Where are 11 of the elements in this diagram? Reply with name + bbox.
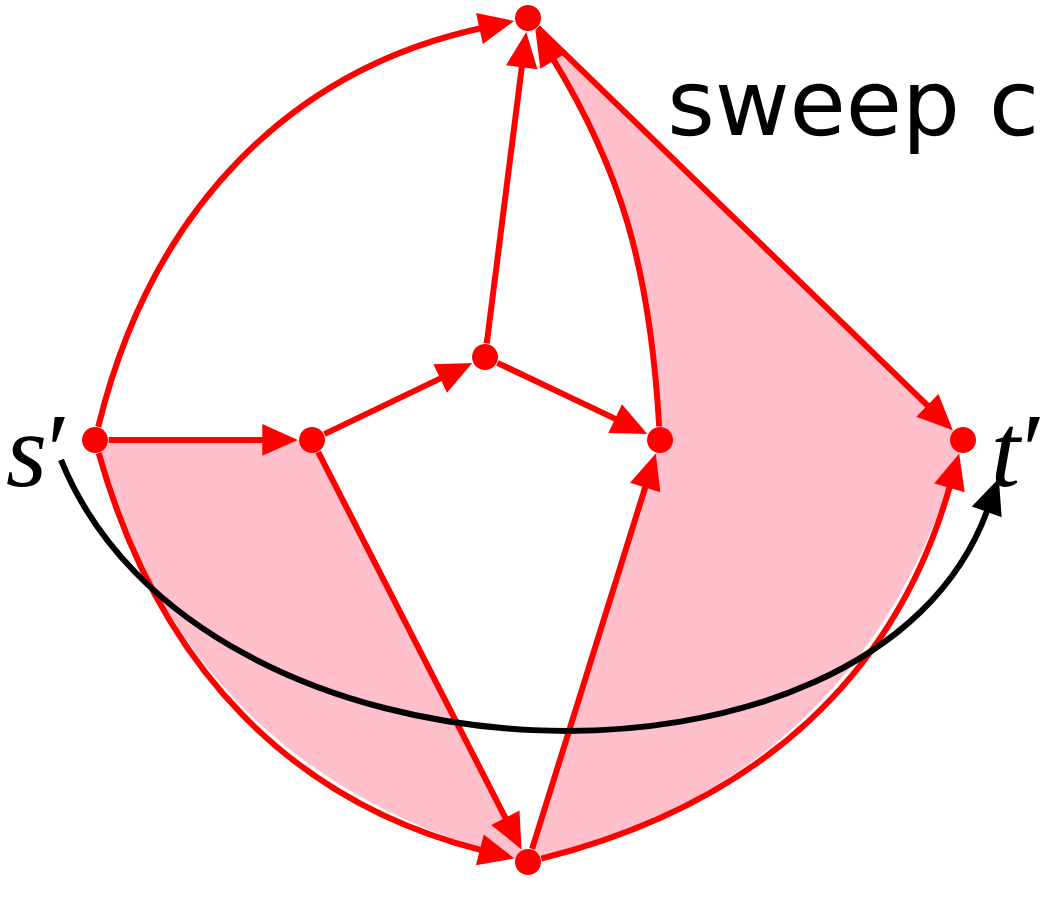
vertex-dot — [515, 849, 541, 875]
vertex-dot — [82, 427, 108, 453]
vertex-dot — [950, 427, 976, 453]
vertex-dot — [472, 344, 498, 370]
vertex-label: s′ — [7, 416, 65, 488]
arrow — [58, 458, 1002, 734]
vertex-dot — [647, 427, 673, 453]
caption-text: sweep c — [672, 83, 1034, 154]
vertex-label: t′ — [995, 416, 1041, 488]
vertex-dot — [515, 5, 541, 31]
vertex-dot — [299, 427, 325, 453]
